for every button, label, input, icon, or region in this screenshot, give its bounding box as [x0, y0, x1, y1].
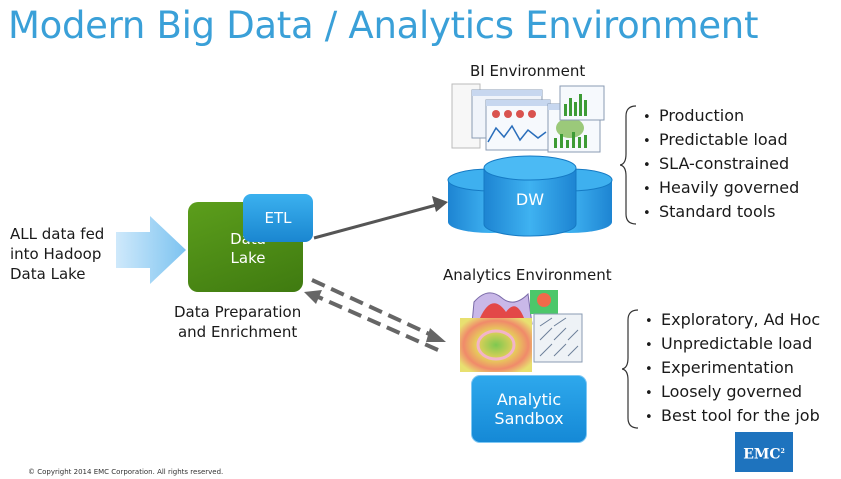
bi-dashboards-image [451, 83, 605, 153]
list-item: Exploratory, Ad Hoc [645, 308, 820, 332]
analytics-brace [622, 309, 639, 429]
dw-label: DW [515, 190, 545, 209]
list-item: Heavily governed [643, 176, 799, 200]
bi-bullets: Production Predictable load SLA-constrai… [643, 104, 799, 224]
list-item: Experimentation [645, 356, 820, 380]
list-item: SLA-constrained [643, 152, 799, 176]
dw-cylinders [447, 155, 613, 237]
bi-brace [620, 105, 637, 225]
etl-box: ETL [243, 194, 313, 242]
sandbox-to-lake-arrow [315, 294, 439, 352]
input-arrow [116, 216, 186, 284]
list-item: Standard tools [643, 200, 799, 224]
emc-logo: EMC2 [735, 432, 793, 472]
sandbox-arrowhead [426, 328, 446, 342]
bi-title: BI Environment [470, 62, 586, 80]
input-label: ALL data fed into Hadoop Data Lake [10, 225, 105, 283]
list-item: Predictable load [643, 128, 799, 152]
flow-arrows [304, 196, 448, 352]
analytics-title: Analytics Environment [443, 266, 612, 284]
lake-arrowhead [304, 290, 322, 304]
list-item: Unpredictable load [645, 332, 820, 356]
analytics-bullets: Exploratory, Ad Hoc Unpredictable load E… [645, 308, 820, 428]
page-title: Modern Big Data / Analytics Environment [8, 4, 759, 47]
copyright: © Copyright 2014 EMC Corporation. All ri… [28, 468, 224, 476]
lake-to-sandbox-arrow [311, 278, 439, 340]
etl-to-dw-arrow [313, 196, 448, 240]
list-item: Production [643, 104, 799, 128]
prep-label: Data Preparation and Enrichment [174, 303, 302, 341]
list-item: Loosely governed [645, 380, 820, 404]
analytic-sandbox-box: Analytic Sandbox [471, 375, 587, 443]
list-item: Best tool for the job [645, 404, 820, 428]
analytics-plots-image [460, 290, 583, 372]
